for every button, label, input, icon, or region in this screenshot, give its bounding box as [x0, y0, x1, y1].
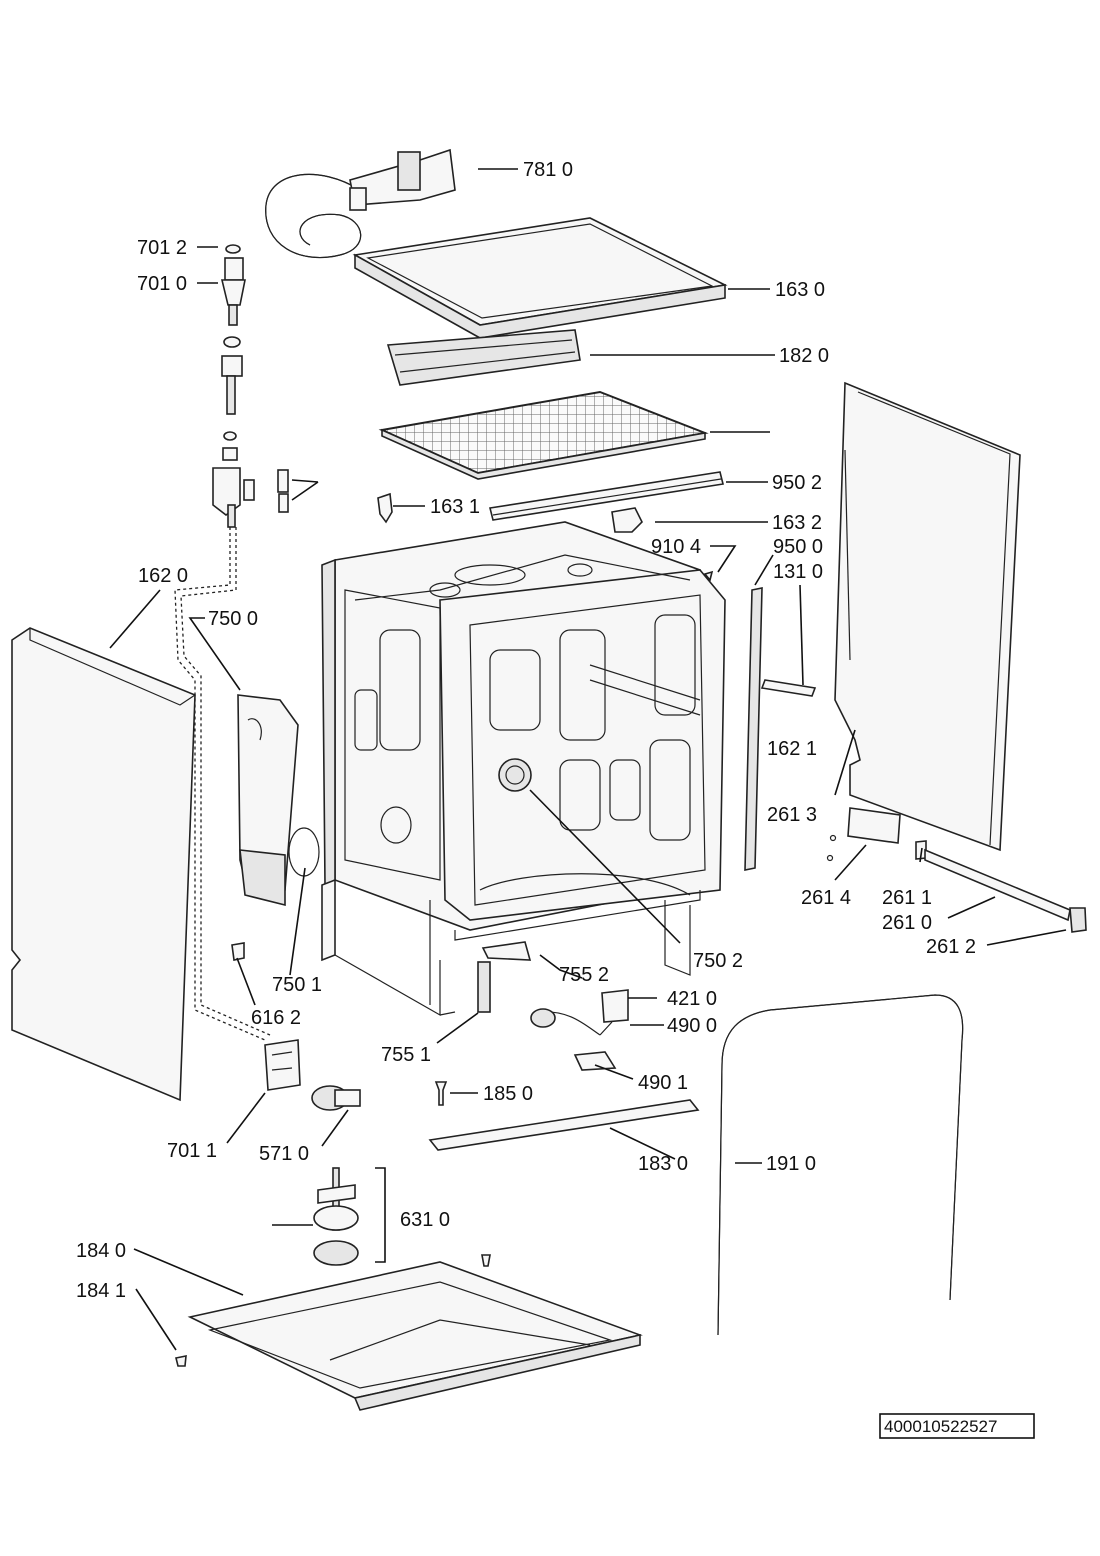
valve-assembly-701 — [212, 244, 319, 528]
label-701-2: 701 2 — [137, 237, 187, 259]
label-490-1: 490 1 — [638, 1072, 688, 1094]
rotor-631 — [313, 1167, 386, 1266]
leader-lines — [109, 168, 1067, 1351]
label-701-0: 701 0 — [137, 273, 187, 295]
label-261-2: 261 2 — [926, 936, 976, 958]
label-261-4: 261 4 — [801, 887, 851, 909]
label-184-0: 184 0 — [76, 1240, 126, 1262]
label-571-0: 571 0 — [259, 1143, 309, 1165]
base-tray-184 — [175, 1254, 643, 1411]
label-781-0: 781 0 — [523, 159, 573, 181]
sensor-421-0 — [601, 989, 629, 1023]
label-163-2: 163 2 — [772, 512, 822, 534]
bracket-131-0 — [760, 679, 817, 697]
screw-910-4 — [703, 570, 714, 582]
label-261-3: 261 3 — [767, 804, 817, 826]
door-strip-950-0 — [744, 587, 763, 871]
hinge-701-1 — [264, 1039, 301, 1091]
cable-route — [174, 527, 271, 1041]
label-163-0: 163 0 — [775, 279, 825, 301]
spring-755-1 — [477, 961, 491, 1013]
label-162-1: 162 1 — [767, 738, 817, 760]
grid-panel — [378, 390, 709, 480]
vapour-strip-182 — [386, 329, 581, 386]
pump-571 — [311, 1085, 361, 1111]
label-755-2: 755 2 — [559, 964, 609, 986]
inlet-hose-781 — [265, 148, 456, 259]
label-490-0: 490 0 — [667, 1015, 717, 1037]
label-163-1: 163 1 — [430, 496, 480, 518]
rail-183-0 — [428, 1099, 700, 1151]
label-421-0: 421 0 — [667, 988, 717, 1010]
side-panel-left-162 — [11, 627, 196, 1102]
door-seal-191 — [717, 994, 964, 1336]
label-755-1: 755 1 — [381, 1044, 431, 1066]
clip-163-1 — [377, 492, 393, 524]
duct-755-2 — [481, 941, 532, 961]
side-panel-right-162-1 — [834, 381, 1021, 852]
label-950-0: 950 0 — [773, 536, 823, 558]
label-750-0: 750 0 — [208, 608, 258, 630]
label-701-1: 701 1 — [167, 1140, 217, 1162]
hinge-bracket-261 — [826, 807, 1087, 933]
label-261-0: 261 0 — [882, 912, 932, 934]
worktop-163 — [352, 217, 728, 339]
clip-616-2 — [231, 942, 245, 961]
document-code-text: 400010522527 — [884, 1417, 997, 1436]
screw-185-0 — [434, 1081, 448, 1106]
label-261-1: 261 1 — [882, 887, 932, 909]
label-750-1: 750 1 — [272, 974, 322, 996]
label-616-2: 616 2 — [251, 1007, 301, 1029]
label-950-2: 950 2 — [772, 472, 822, 494]
bracket-163-2 — [611, 507, 643, 533]
label-184-1: 184 1 — [76, 1280, 126, 1302]
label-631-0: 631 0 — [400, 1209, 450, 1231]
label-183-0: 183 0 — [638, 1153, 688, 1175]
label-750-2: 750 2 — [693, 950, 743, 972]
label-131-0: 131 0 — [773, 561, 823, 583]
document-code: 400010522527 — [879, 1413, 1035, 1439]
label-162-0: 162 0 — [138, 565, 188, 587]
heat-exchanger-750 — [237, 694, 320, 907]
part-labels: 781 0 701 2 701 0 163 0 182 0 950 2 163 … — [76, 159, 976, 1302]
strip-950-2 — [489, 471, 724, 521]
dishwasher-tub — [321, 521, 726, 1017]
label-191-0: 191 0 — [766, 1153, 816, 1175]
label-182-0: 182 0 — [779, 345, 829, 367]
label-185-0: 185 0 — [483, 1083, 533, 1105]
label-910-4: 910 4 — [651, 536, 701, 558]
switch-490-1 — [573, 1051, 617, 1071]
